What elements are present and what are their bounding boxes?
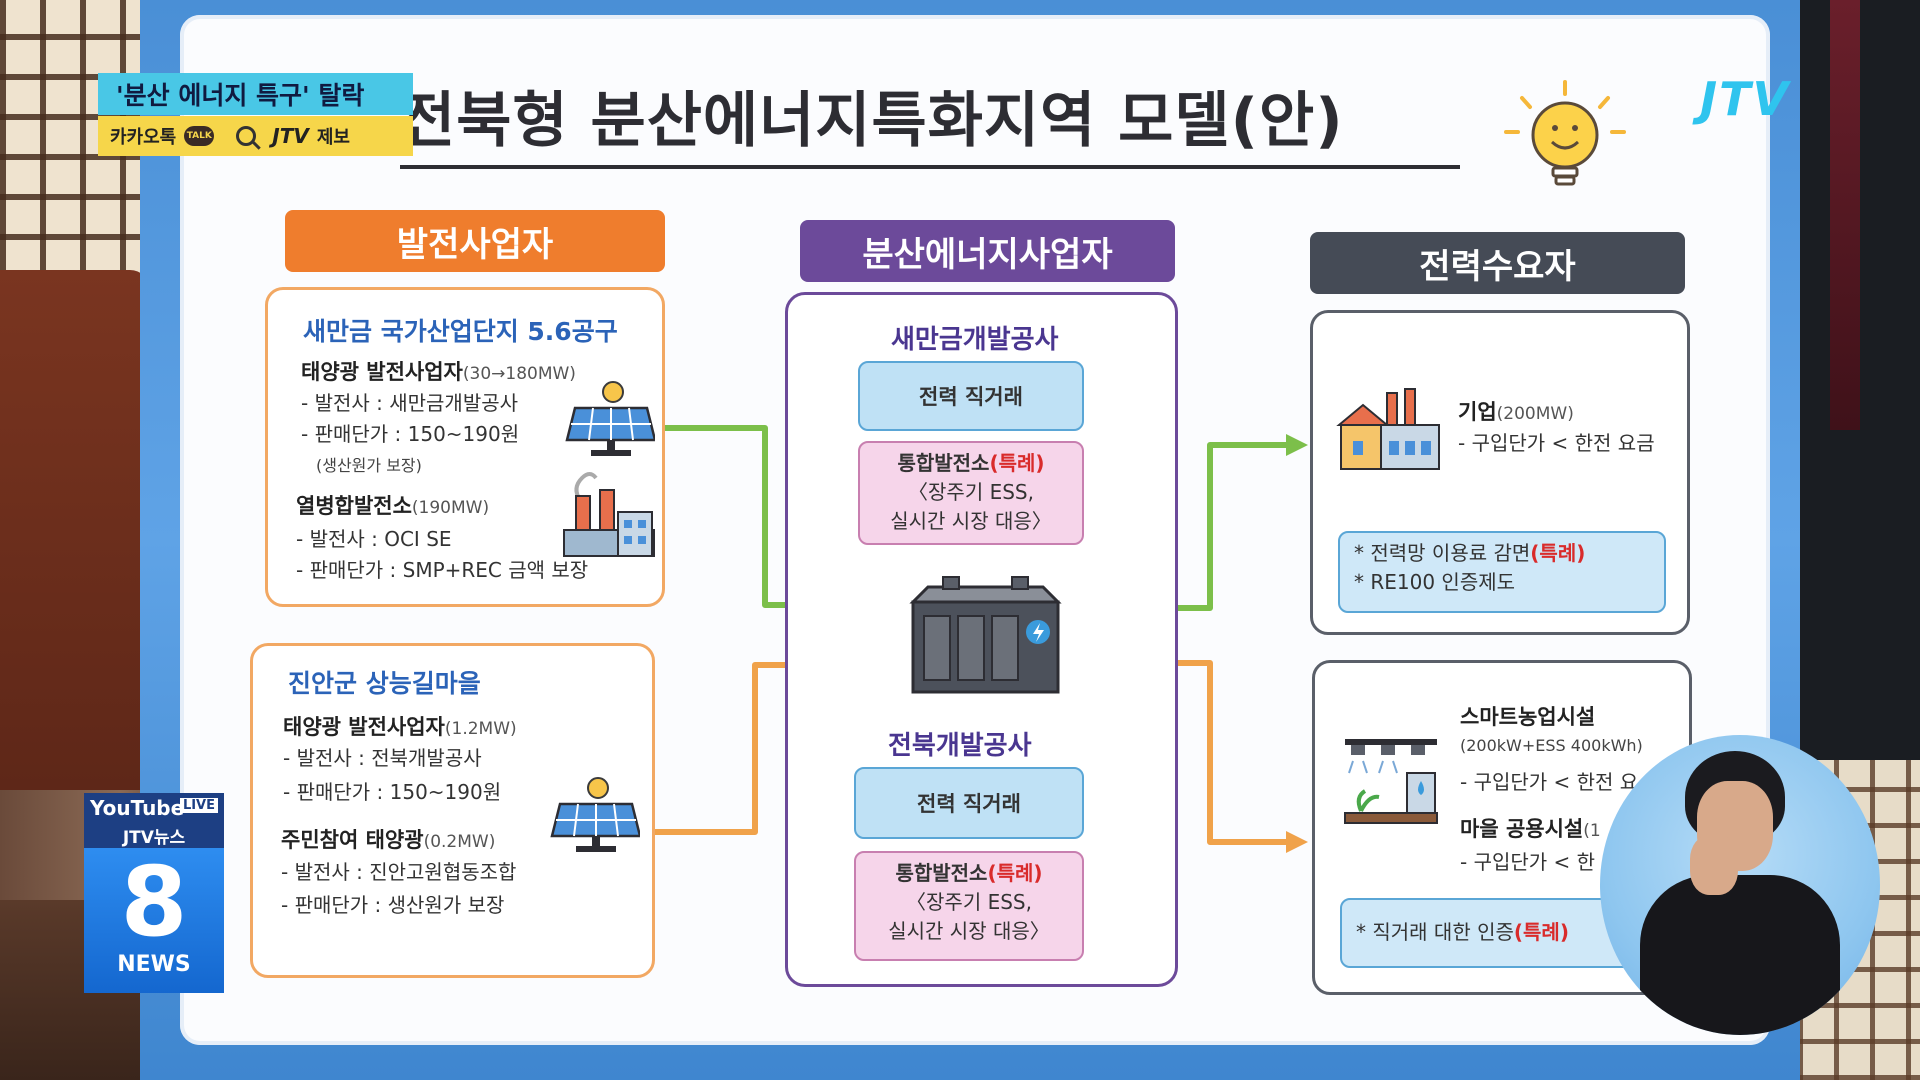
consumer-name: 마을 공용시설(1	[1460, 817, 1601, 841]
org-jeonbuk-dev: 전북개발공사	[888, 731, 1032, 761]
jtv-news-label: JTV뉴스	[122, 828, 186, 848]
list-item: 태양광 발전사업자(30→180MW)	[301, 360, 576, 384]
consumer-note: * 전력망 이용료 감면(특례) * RE100 인증제도	[1338, 531, 1666, 613]
generator-card-saemangeum: 새만금 국가산업단지 5.6공구 태양광 발전사업자(30→180MW) - 발…	[265, 287, 665, 607]
list-item: - 발전사 : 진안고원협동조합	[281, 860, 517, 884]
consumer-price: - 구입단가 < 한	[1460, 850, 1596, 874]
direct-trade-pill: 전력 직거래	[858, 361, 1084, 431]
list-item: - 발전사 : OCI SE	[296, 527, 452, 551]
list-item: 태양광 발전사업자(1.2MW)	[283, 715, 517, 739]
consumer-name: 스마트농업시설	[1460, 705, 1596, 729]
list-item: - 발전사 : 전북개발공사	[283, 746, 482, 770]
list-item: (생산원가 보장)	[316, 456, 422, 475]
news-label: NEWS	[117, 952, 191, 977]
consumer-price: - 구입단가 < 한전 요	[1460, 770, 1639, 794]
list-item: 열병합발전소(190MW)	[296, 494, 490, 518]
distributed-energy-box: 새만금개발공사 전력 직거래 통합발전소(특례) 〈장주기 ESS, 실시간 시…	[785, 292, 1178, 987]
board-title: 전북형 분산에너지특화지역 모델(안)	[400, 86, 1344, 156]
channel-logo: JTV	[1700, 72, 1791, 126]
card-title: 진안군 상능길마을	[288, 669, 481, 698]
kakao-label: 카카오톡	[110, 127, 177, 148]
list-item: - 판매단가 : 150~190원	[301, 422, 520, 446]
report-bar: 카카오톡 TALK JTV 제보	[98, 116, 413, 156]
interpreter-body	[1640, 875, 1840, 1035]
sign-language-interpreter	[1600, 735, 1880, 1035]
talk-bubble-icon: TALK	[184, 126, 215, 146]
youtube-label: YouTube	[90, 796, 185, 820]
integrated-plant-pill: 통합발전소(특례) 〈장주기 ESS, 실시간 시장 대응〉	[854, 851, 1084, 961]
solar-panel-icon	[550, 777, 640, 852]
interpreter-hand	[1690, 835, 1738, 895]
consumer-card-enterprise: 기업(200MW) - 구입단가 < 한전 요금 * 전력망 이용료 감면(특례…	[1310, 310, 1690, 635]
list-item: - 판매단가 : 150~190원	[283, 780, 502, 804]
list-item: - 발전사 : 새만금개발공사	[301, 391, 519, 415]
list-item: - 판매단가 : 생산원가 보장	[281, 893, 505, 917]
news-8-badge: 8 NEWS	[84, 848, 224, 993]
header-distributed-energy: 분산에너지사업자	[800, 220, 1175, 282]
header-generator: 발전사업자	[285, 210, 665, 272]
news-number: 8	[120, 846, 188, 958]
building-icon	[1336, 388, 1440, 470]
live-label: LIVE	[179, 798, 218, 813]
headline-tag: '분산 에너지 특구' 탈락	[98, 73, 413, 115]
lightbulb-smile-icon	[1504, 80, 1626, 186]
consumer-name: 기업(200MW)	[1458, 400, 1574, 424]
list-item: - 판매단가 : SMP+REC 금액 보장	[296, 558, 589, 582]
jtv-mini-logo: JTV	[272, 124, 309, 148]
direct-trade-pill: 전력 직거래	[854, 767, 1084, 839]
header-consumer: 전력수요자	[1310, 232, 1685, 294]
smart-farm-icon	[1344, 739, 1438, 824]
title-underline	[400, 165, 1460, 169]
search-icon	[236, 126, 257, 146]
card-title: 새만금 국가산업단지 5.6공구	[303, 317, 618, 346]
chair	[0, 270, 150, 790]
youtube-live-header: YouTube LIVE JTV뉴스	[84, 793, 224, 848]
generator-card-jinan: 진안군 상능길마을 태양광 발전사업자(1.2MW) - 발전사 : 전북개발공…	[250, 643, 655, 978]
report-label: 제보	[316, 127, 350, 148]
consumer-card-smart-farm: 스마트농업시설 (200kW+ESS 400kWh) - 구입단가 < 한전 요…	[1312, 660, 1692, 995]
org-saemangeum-dev: 새만금개발공사	[891, 325, 1059, 355]
necktie	[1830, 0, 1860, 430]
youtube-live-badge: YouTube LIVE JTV뉴스 8 NEWS	[84, 793, 224, 993]
consumer-capacity: (200kW+ESS 400kWh)	[1460, 736, 1643, 755]
factory-icon	[563, 472, 655, 557]
solar-panel-icon	[565, 381, 655, 456]
list-item: 주민참여 태양광(0.2MW)	[281, 828, 496, 852]
consumer-price: - 구입단가 < 한전 요금	[1458, 431, 1655, 455]
integrated-plant-pill: 통합발전소(특례) 〈장주기 ESS, 실시간 시장 대응〉	[858, 441, 1084, 545]
battery-storage-icon	[909, 576, 1062, 694]
